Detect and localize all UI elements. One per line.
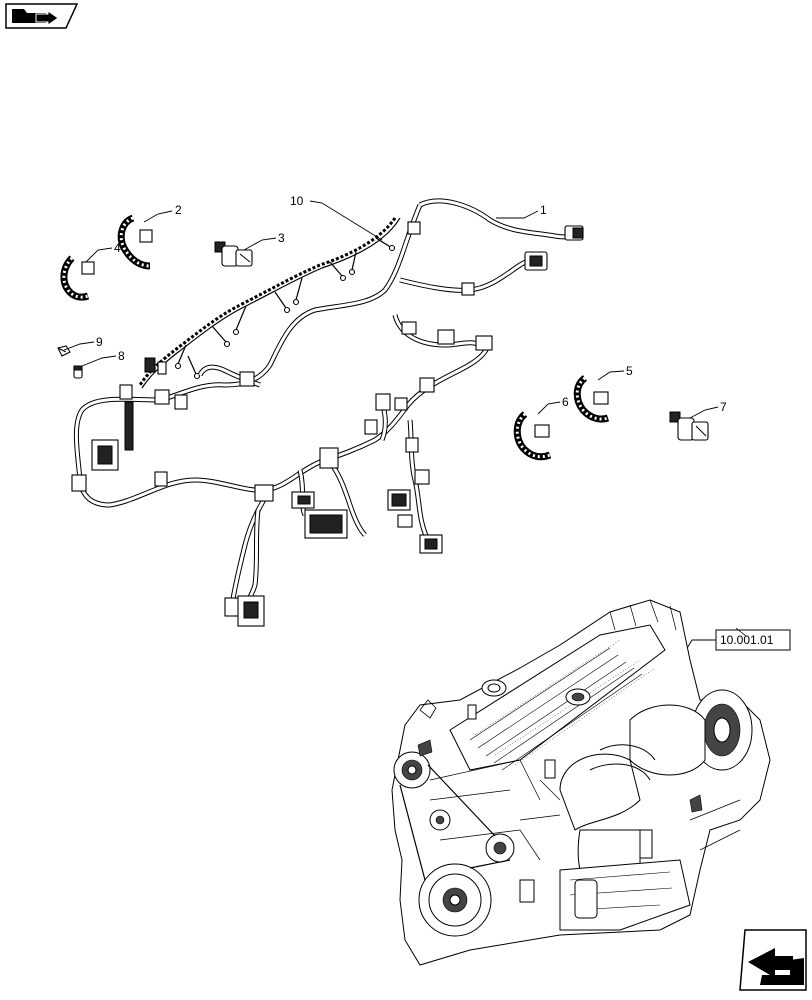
callout-10: 10	[290, 194, 304, 208]
callout-1: 1	[540, 203, 547, 217]
callout-3: 3	[278, 231, 285, 245]
callout-6: 6	[562, 395, 569, 409]
clamp-part-5	[573, 375, 610, 423]
folder-arrow-icon[interactable]	[5, 3, 79, 29]
engine-illustration	[391, 599, 771, 966]
clamp-part-2	[117, 214, 153, 270]
clamp-part-6	[513, 411, 552, 461]
wiring-harness	[71, 198, 584, 627]
reference-label: 10.001.01	[720, 633, 774, 647]
callout-7: 7	[720, 400, 727, 414]
sensor-part-7	[669, 411, 709, 441]
next-page-arrow-icon[interactable]	[739, 929, 807, 991]
callout-5: 5	[626, 364, 633, 378]
callout-leaders	[63, 200, 719, 651]
clamp-part-4	[60, 255, 95, 301]
callout-8: 8	[118, 349, 125, 363]
callout-9: 9	[96, 335, 103, 349]
fastener-part-9	[57, 345, 71, 357]
callout-2: 2	[175, 203, 182, 217]
sleeve-part-8	[73, 365, 83, 379]
callout-4: 4	[114, 241, 121, 255]
reference-link[interactable]: 10.001.01	[715, 629, 791, 651]
sensor-part-3	[214, 241, 253, 267]
